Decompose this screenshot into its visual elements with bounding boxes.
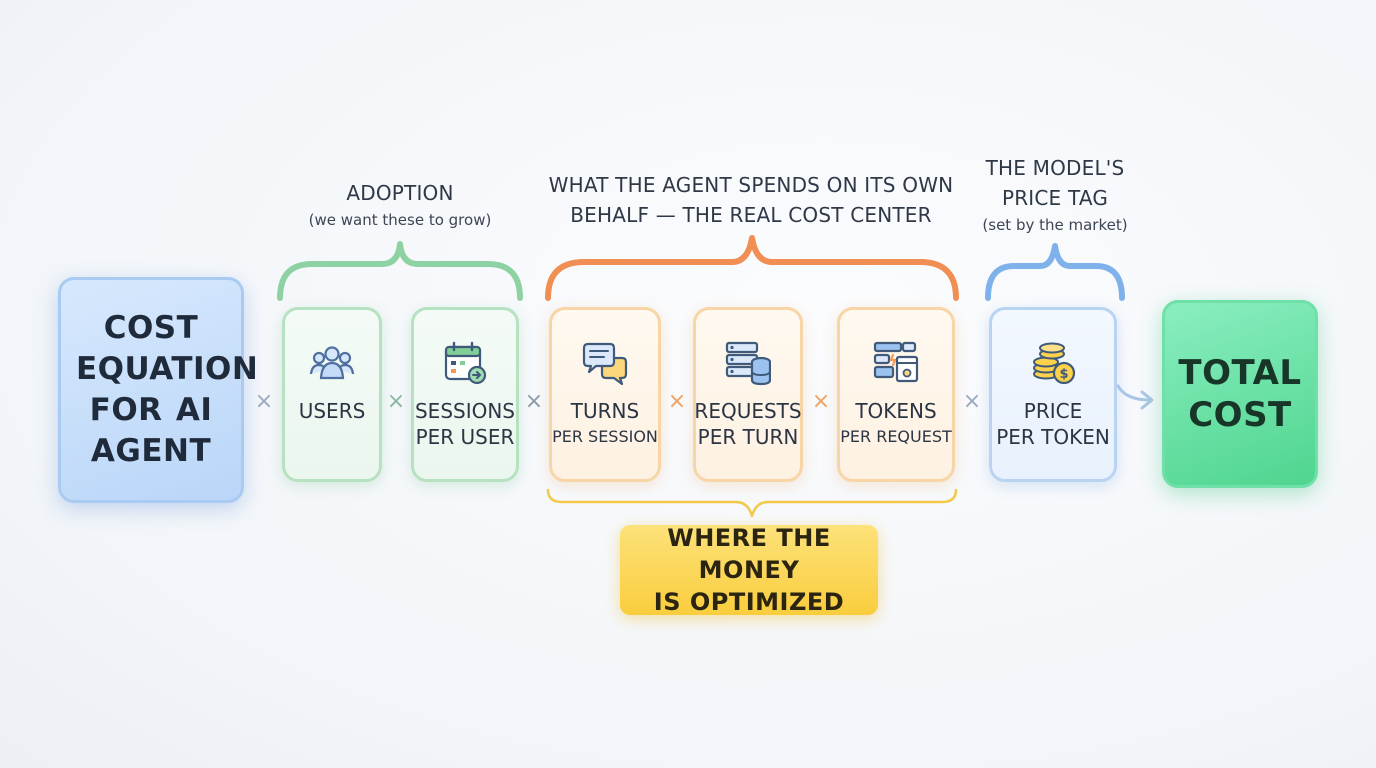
calendar-icon	[444, 341, 487, 384]
sessions-label: SESSIONS	[414, 398, 516, 423]
multiply-operator-6: ×	[962, 389, 982, 414]
agent-spend-brace	[545, 235, 959, 301]
adoption-subtitle: (we want these to grow)	[308, 211, 492, 229]
price-sublabel: PER TOKEN	[996, 424, 1110, 449]
price-label: PRICE	[1023, 398, 1083, 423]
turns-label: TURNS	[570, 398, 640, 423]
sessions-per-user-box: SESSIONS PER USER	[411, 307, 519, 482]
total-cost-title-line1: TOTAL	[1178, 353, 1302, 393]
adoption-title: ADOPTION	[346, 181, 454, 205]
multiply-operator-1: ×	[254, 389, 274, 414]
tokens-label: TOKENS	[855, 398, 937, 423]
cost-equation-box: COST EQUATION FOR AI AGENT	[58, 277, 259, 503]
sessions-sublabel: PER USER	[415, 424, 515, 449]
money-optimized-line2: IS OPTIMIZED	[653, 588, 845, 616]
requests-sublabel: PER TURN	[697, 424, 799, 449]
optimize-bracket	[546, 488, 958, 518]
model-price-title-line2: PRICE TAG	[1001, 186, 1109, 210]
turns-per-session-box: TURNS PER SESSION	[549, 307, 661, 482]
total-cost-title-line2: COST	[1188, 395, 1292, 435]
multiply-operator-2: ×	[386, 389, 406, 414]
model-price-title-line1: THE MODEL'S	[985, 156, 1125, 180]
total-cost-box: TOTAL COST	[1162, 300, 1318, 488]
users-box: USERS	[282, 307, 382, 482]
price-per-token-box: $ PRICE PER TOKEN	[989, 307, 1117, 482]
cost-equation-title: COST EQUATION FOR AI AGENT	[76, 310, 259, 469]
arrow-right-icon	[1116, 384, 1154, 410]
multiply-operator-5: ×	[811, 389, 831, 414]
model-price-subtitle: (set by the market)	[982, 216, 1128, 234]
requests-label: REQUESTS	[694, 398, 802, 423]
blocks-icon	[873, 341, 919, 382]
multiply-operator-3: ×	[524, 389, 544, 414]
users-icon	[309, 345, 355, 379]
agent-spend-title-line1: WHAT THE AGENT SPENDS ON ITS OWN	[548, 173, 954, 197]
model-price-brace	[985, 243, 1125, 301]
multiply-operator-4: ×	[667, 389, 687, 414]
money-optimized-line1: WHERE THE MONEY	[667, 524, 831, 584]
requests-per-turn-box: REQUESTS PER TURN	[693, 307, 803, 482]
tokens-per-request-box: TOKENS PER REQUEST	[837, 307, 955, 482]
svg-text:$: $	[1059, 367, 1068, 382]
server-database-icon	[725, 341, 771, 385]
tokens-sublabel: PER REQUEST	[840, 426, 952, 446]
money-optimized-badge: WHERE THE MONEY IS OPTIMIZED	[620, 524, 878, 616]
users-label: USERS	[298, 398, 366, 423]
coins-icon: $	[1033, 342, 1076, 384]
chat-bubbles-icon	[582, 342, 628, 385]
agent-spend-title-line2: BEHALF — THE REAL COST CENTER	[570, 203, 932, 227]
adoption-brace	[277, 241, 523, 301]
turns-sublabel: PER SESSION	[552, 426, 658, 446]
